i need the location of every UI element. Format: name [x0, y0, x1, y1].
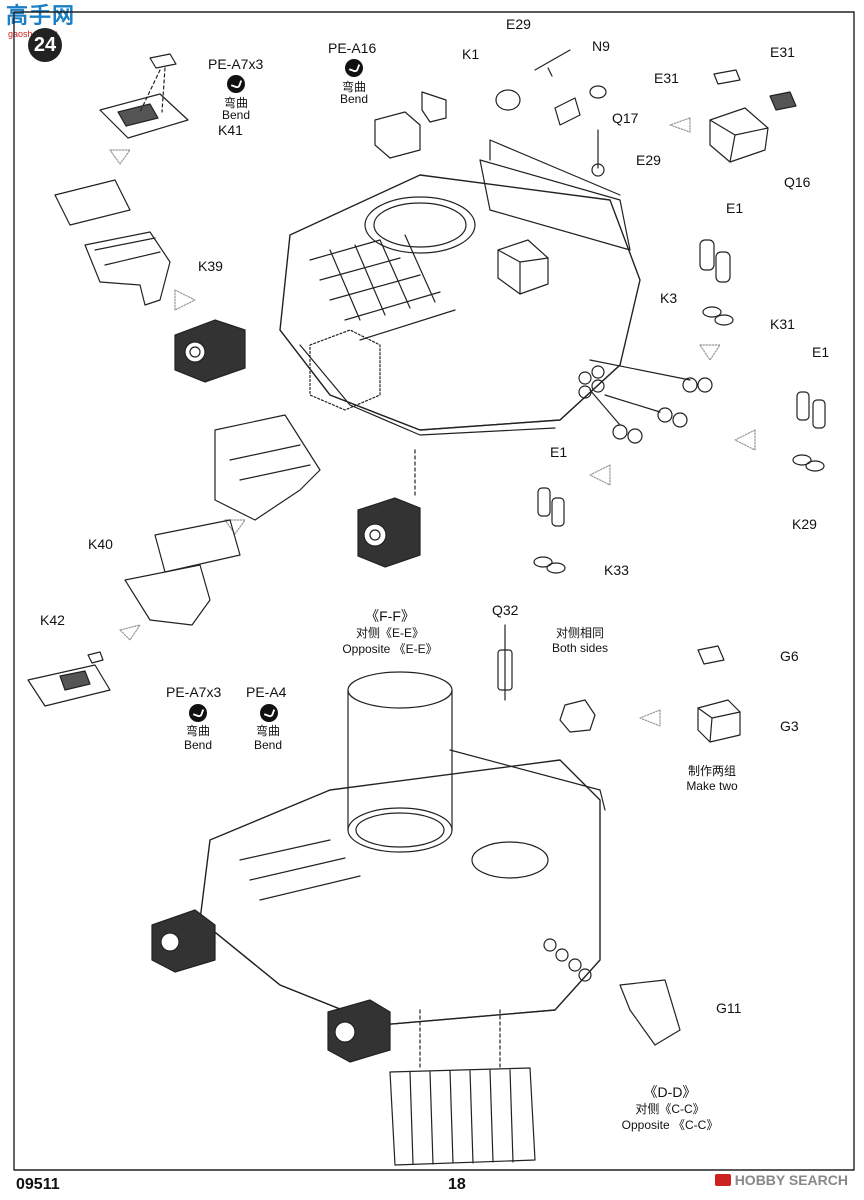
label-k42: K42	[40, 612, 65, 628]
bend-icon	[345, 59, 363, 77]
label-pe-a7x3-top: PE-A7x3	[208, 56, 264, 72]
small-parts-top	[495, 49, 607, 177]
smoke-launchers	[589, 359, 713, 444]
label-bend-en-top: Bend	[221, 108, 251, 122]
label-k33: K33	[604, 562, 629, 578]
label-q32: Q32	[492, 602, 519, 618]
label-bend-en-bottom: Bend	[183, 738, 213, 752]
turret-bottom	[151, 671, 681, 1166]
k41-part	[99, 53, 189, 139]
logo-mark-icon	[714, 1174, 731, 1186]
direction-arrows	[109, 117, 756, 727]
k31-part	[699, 239, 734, 326]
label-dd-opposite-en: Opposite 《C-C》	[621, 1118, 719, 1132]
q32-part	[497, 624, 513, 701]
page-frame	[13, 11, 855, 1171]
bend-icon	[260, 704, 278, 722]
label-bend-cn-bottom: 弯曲	[185, 724, 210, 738]
label-k31: K31	[770, 316, 795, 332]
label-k3: K3	[660, 290, 678, 306]
bend-icon	[227, 75, 245, 93]
label-k41: K41	[218, 122, 243, 138]
k40-part	[124, 414, 321, 626]
label-bend-cn-a4: 弯曲	[255, 724, 280, 738]
label-ff-opposite-en: Opposite 《E-E》	[342, 642, 438, 656]
label-bend-cn-top: 弯曲	[223, 96, 248, 110]
label-dd-opposite-cn: 对侧《C-C》	[635, 1102, 705, 1116]
label-make-two-en: Make two	[686, 779, 738, 793]
bend-icon	[189, 704, 207, 722]
turret-top	[174, 91, 641, 436]
label-pe-a4: PE-A4	[246, 684, 287, 700]
label-k29: K29	[792, 516, 817, 532]
q16-part	[709, 69, 797, 163]
label-bend-cn-a16: 弯曲	[341, 80, 366, 94]
k39-part	[54, 179, 171, 306]
label-both-sides-en: Both sides	[551, 641, 609, 655]
ff-box	[357, 449, 421, 568]
label-make-two-cn: 制作两组	[687, 764, 736, 778]
label-g11: G11	[716, 1000, 742, 1016]
label-k40: K40	[88, 536, 113, 552]
g3-part	[697, 645, 741, 743]
label-pe-a16: PE-A16	[328, 40, 377, 56]
label-bend-en-a4: Bend	[253, 738, 283, 752]
label-n9: N9	[592, 38, 610, 54]
label-ff-opposite-cn: 对侧《E-E》	[355, 626, 424, 640]
label-k1: K1	[462, 46, 480, 62]
label-dd-title: 《D-D》	[643, 1084, 697, 1100]
label-e31-left: E31	[654, 70, 679, 86]
label-pe-a7x3-bottom: PE-A7x3	[166, 684, 222, 700]
label-q17: Q17	[612, 110, 639, 126]
label-k39: K39	[198, 258, 223, 274]
label-e1-c: E1	[550, 444, 568, 460]
k33-part	[533, 487, 566, 574]
label-both-sides-cn: 对侧相同	[555, 626, 604, 640]
kit-number: 09511	[16, 1176, 60, 1193]
k29-part	[792, 391, 826, 472]
label-q16: Q16	[784, 174, 811, 190]
k42-part	[27, 651, 111, 707]
label-e31-right: E31	[770, 44, 795, 60]
label-g6: G6	[780, 648, 799, 664]
watermark-logo: 高手网	[6, 3, 76, 28]
label-bend-en-a16: Bend	[339, 92, 369, 106]
page-number: 18	[448, 1176, 466, 1193]
label-e29-top: E29	[506, 16, 531, 32]
label-e1-b: E1	[812, 344, 830, 360]
source-text: HOBBY SEARCH	[734, 1172, 848, 1188]
label-g3: G3	[780, 718, 799, 734]
label-ff-title: 《F-F》	[365, 608, 415, 624]
step-number-badge: 24	[28, 28, 62, 62]
label-e1-a: E1	[726, 200, 744, 216]
label-e29-mid: E29	[636, 152, 661, 168]
both-sides-part	[559, 699, 596, 733]
source-logo: HOBBY SEARCH	[714, 1172, 848, 1188]
